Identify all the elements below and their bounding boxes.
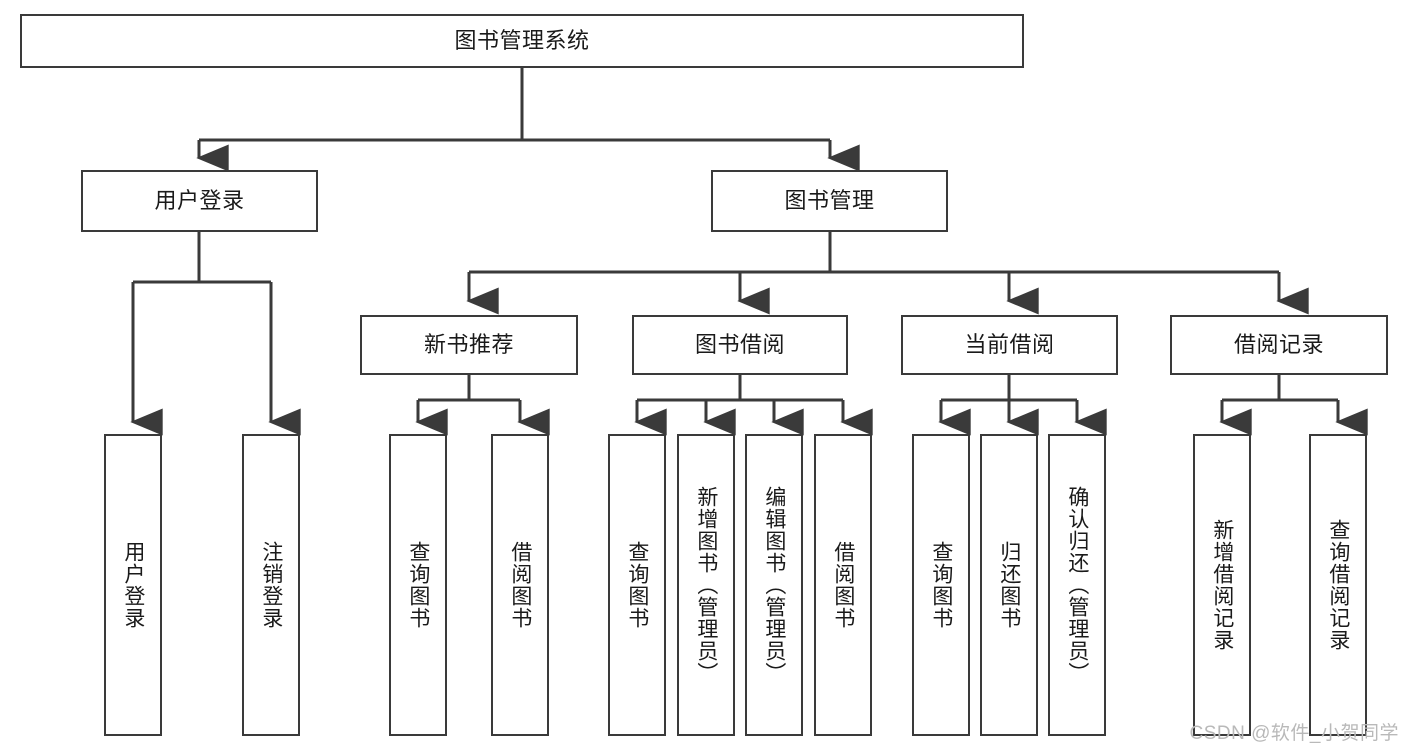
leaf-add-book[interactable]: 新增图书（管理员） [677, 434, 735, 736]
node-book-management-label: 图书管理 [784, 187, 875, 213]
node-borrow-record[interactable]: 借阅记录 [1170, 315, 1388, 375]
leaf-user-login-label: 用户登录 [121, 541, 145, 629]
leaf-query-book-2-label: 查询图书 [625, 541, 649, 629]
leaf-edit-book[interactable]: 编辑图书（管理员） [745, 434, 803, 736]
leaf-borrow-book-1[interactable]: 借阅图书 [491, 434, 549, 736]
leaf-borrow-book-1-label: 借阅图书 [508, 541, 532, 629]
node-book-borrow-label: 图书借阅 [694, 331, 785, 357]
node-root[interactable]: 图书管理系统 [20, 14, 1024, 68]
leaf-add-record-label: 新增借阅记录 [1210, 519, 1234, 651]
node-current-borrow-label: 当前借阅 [964, 331, 1055, 357]
leaf-query-book-3-label: 查询图书 [929, 541, 953, 629]
leaf-add-record[interactable]: 新增借阅记录 [1193, 434, 1251, 736]
leaf-edit-book-label: 编辑图书（管理员） [762, 486, 786, 684]
node-root-label: 图书管理系统 [454, 27, 590, 53]
leaf-confirm-return-label: 确认归还（管理员） [1065, 486, 1089, 684]
leaf-logout-login-label: 注销登录 [259, 541, 283, 629]
leaf-borrow-book-2-label: 借阅图书 [831, 541, 855, 629]
leaf-return-book-label: 归还图书 [997, 541, 1021, 629]
leaf-borrow-book-2[interactable]: 借阅图书 [814, 434, 872, 736]
leaf-query-book-2[interactable]: 查询图书 [608, 434, 666, 736]
leaf-add-book-label: 新增图书（管理员） [694, 486, 718, 684]
watermark-text: CSDN @软件_小贺同学 [1189, 723, 1399, 744]
leaf-query-book-3[interactable]: 查询图书 [912, 434, 970, 736]
node-user-login-label: 用户登录 [154, 187, 245, 213]
leaf-query-book-1-label: 查询图书 [406, 541, 430, 629]
node-book-management[interactable]: 图书管理 [711, 170, 948, 232]
node-new-book-recommend[interactable]: 新书推荐 [360, 315, 578, 375]
leaf-return-book[interactable]: 归还图书 [980, 434, 1038, 736]
leaf-query-book-1[interactable]: 查询图书 [389, 434, 447, 736]
node-user-login[interactable]: 用户登录 [81, 170, 318, 232]
leaf-confirm-return[interactable]: 确认归还（管理员） [1048, 434, 1106, 736]
leaf-query-record[interactable]: 查询借阅记录 [1309, 434, 1367, 736]
node-new-book-recommend-label: 新书推荐 [423, 331, 514, 357]
node-borrow-record-label: 借阅记录 [1233, 331, 1324, 357]
leaf-user-login[interactable]: 用户登录 [104, 434, 162, 736]
node-current-borrow[interactable]: 当前借阅 [901, 315, 1118, 375]
leaf-logout-login[interactable]: 注销登录 [242, 434, 300, 736]
node-book-borrow[interactable]: 图书借阅 [632, 315, 848, 375]
leaf-query-record-label: 查询借阅记录 [1326, 519, 1350, 651]
